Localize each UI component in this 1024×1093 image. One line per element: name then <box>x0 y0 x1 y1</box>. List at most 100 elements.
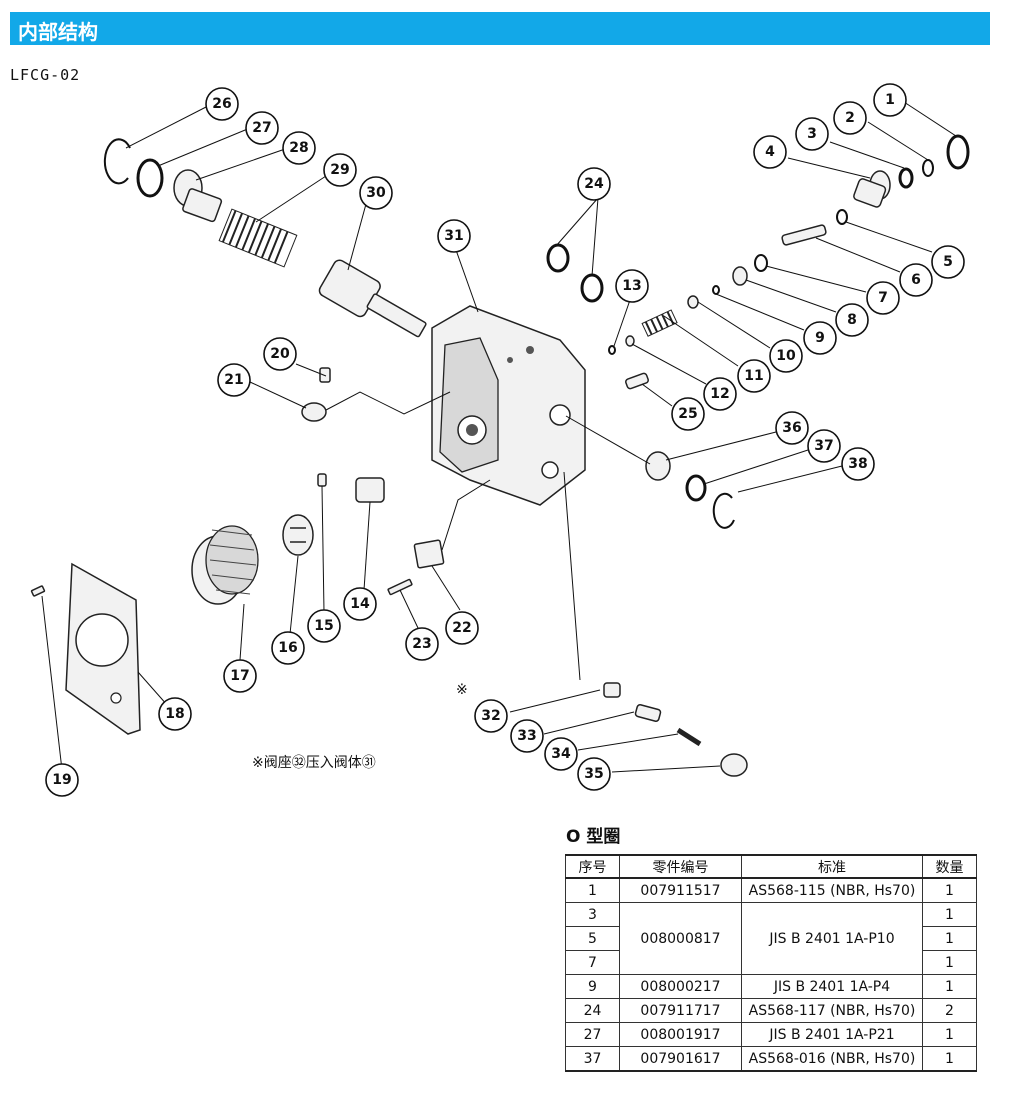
callout-number: 26 <box>212 96 231 112</box>
cell-qty: 1 <box>922 950 977 975</box>
callout-circle <box>931 245 965 279</box>
callout-circle <box>807 429 841 463</box>
callout-7: 7 <box>866 281 900 315</box>
callout-number: 30 <box>366 185 386 201</box>
callout-number: 37 <box>814 438 833 454</box>
table-row: 3 008000817 JIS B 2401 1A-P10 1 <box>565 902 977 975</box>
cell-std: AS568-016 (NBR, Hs70) <box>741 1046 923 1072</box>
callout-4: 4 <box>753 135 787 169</box>
asterisk-mark: ※ <box>456 682 468 698</box>
callout-number: 28 <box>289 140 308 156</box>
callout-5: 5 <box>931 245 965 279</box>
cell-part: 007911717 <box>619 998 742 1023</box>
callout-number: 13 <box>622 278 641 294</box>
callout-circle <box>544 737 578 771</box>
callout-number: 18 <box>165 706 184 722</box>
callout-10: 10 <box>769 339 803 373</box>
cell-part: 008000217 <box>619 974 742 999</box>
cell-part: 008000817 <box>619 902 742 975</box>
leader-lines <box>41 101 957 773</box>
callout-12: 12 <box>703 377 737 411</box>
callout-25: 25 <box>671 397 705 431</box>
table-row: 7 1 <box>565 950 977 975</box>
callout-32: 32 <box>474 699 508 733</box>
callout-number: 7 <box>878 290 888 306</box>
callout-number: 15 <box>314 618 333 634</box>
callout-36: 36 <box>775 411 809 445</box>
callout-number: 33 <box>517 728 536 744</box>
exploded-view-diagram: 1234567891011121314151617181920212223242… <box>30 83 970 797</box>
callout-33: 33 <box>510 719 544 753</box>
callout-14: 14 <box>343 587 377 621</box>
callout-number: 5 <box>943 254 953 270</box>
press-fit-note: ※阀座㉜压入阀体㉛ <box>252 755 376 771</box>
cell-qty: 1 <box>922 1046 977 1072</box>
cell-std: AS568-115 (NBR, Hs70) <box>741 877 923 903</box>
callout-circle <box>577 757 611 791</box>
section-header: 内部结构 <box>10 12 990 45</box>
callout-circle <box>841 447 875 481</box>
callout-circle <box>263 337 297 371</box>
table-row: 27 008001917 JIS B 2401 1A-P21 1 <box>565 1022 977 1047</box>
callout-19: 19 <box>45 763 79 797</box>
callout-circle <box>45 763 79 797</box>
callout-circle <box>323 153 357 187</box>
cell-qty: 1 <box>922 902 977 927</box>
callout-number: 16 <box>278 640 297 656</box>
cell-std: JIS B 2401 1A-P4 <box>741 974 923 999</box>
callout-number: 3 <box>807 126 817 142</box>
callout-circle <box>474 699 508 733</box>
callout-labels: 1234567891011121314151617181920212223242… <box>45 83 965 797</box>
callout-circle <box>577 167 611 201</box>
cell-qty: 2 <box>922 998 977 1023</box>
callout-circle <box>245 111 279 145</box>
table-row: 5 1 <box>565 926 977 951</box>
callout-circle <box>405 627 439 661</box>
callout-number: 12 <box>710 386 729 402</box>
callout-number: 35 <box>584 766 603 782</box>
callout-circle <box>703 377 737 411</box>
callout-number: 31 <box>444 228 463 244</box>
cell-std: JIS B 2401 1A-P10 <box>741 902 923 975</box>
col-header-qty: 数量 <box>922 854 977 879</box>
callout-number: 2 <box>845 110 855 126</box>
cell-no: 7 <box>565 950 620 975</box>
callout-circle <box>271 631 305 665</box>
callout-number: 34 <box>551 746 571 762</box>
callout-circle <box>615 269 649 303</box>
callout-circle <box>737 359 771 393</box>
table-row: 9 008000217 JIS B 2401 1A-P4 1 <box>565 974 977 999</box>
callout-31: 31 <box>437 219 471 253</box>
callout-circle <box>769 339 803 373</box>
callout-number: 24 <box>584 176 604 192</box>
callout-number: 1 <box>885 92 895 108</box>
callout-1: 1 <box>873 83 907 117</box>
col-header-no: 序号 <box>565 854 620 879</box>
callout-circle <box>775 411 809 445</box>
cell-qty: 1 <box>922 1022 977 1047</box>
cell-no: 1 <box>565 877 620 903</box>
cell-part: 007901617 <box>619 1046 742 1072</box>
callout-13: 13 <box>615 269 649 303</box>
callout-number: 9 <box>815 330 825 346</box>
cell-part: 007911517 <box>619 877 742 903</box>
callout-23: 23 <box>405 627 439 661</box>
callout-number: 6 <box>911 272 921 288</box>
callout-34: 34 <box>544 737 578 771</box>
oring-table-title: O 型圈 <box>566 827 621 847</box>
callout-number: 23 <box>412 636 431 652</box>
callout-circle <box>795 117 829 151</box>
cell-qty: 1 <box>922 926 977 951</box>
callout-number: 19 <box>52 772 71 788</box>
callout-circle <box>835 303 869 337</box>
callout-number: 29 <box>330 162 349 178</box>
callout-number: 20 <box>270 346 290 362</box>
callout-number: 36 <box>782 420 801 436</box>
callout-number: 11 <box>744 368 763 384</box>
cell-no: 24 <box>565 998 620 1023</box>
part-drawings <box>30 134 970 777</box>
cell-no: 9 <box>565 974 620 999</box>
callout-circle <box>359 176 393 210</box>
callout-38: 38 <box>841 447 875 481</box>
cell-qty: 1 <box>922 877 977 903</box>
